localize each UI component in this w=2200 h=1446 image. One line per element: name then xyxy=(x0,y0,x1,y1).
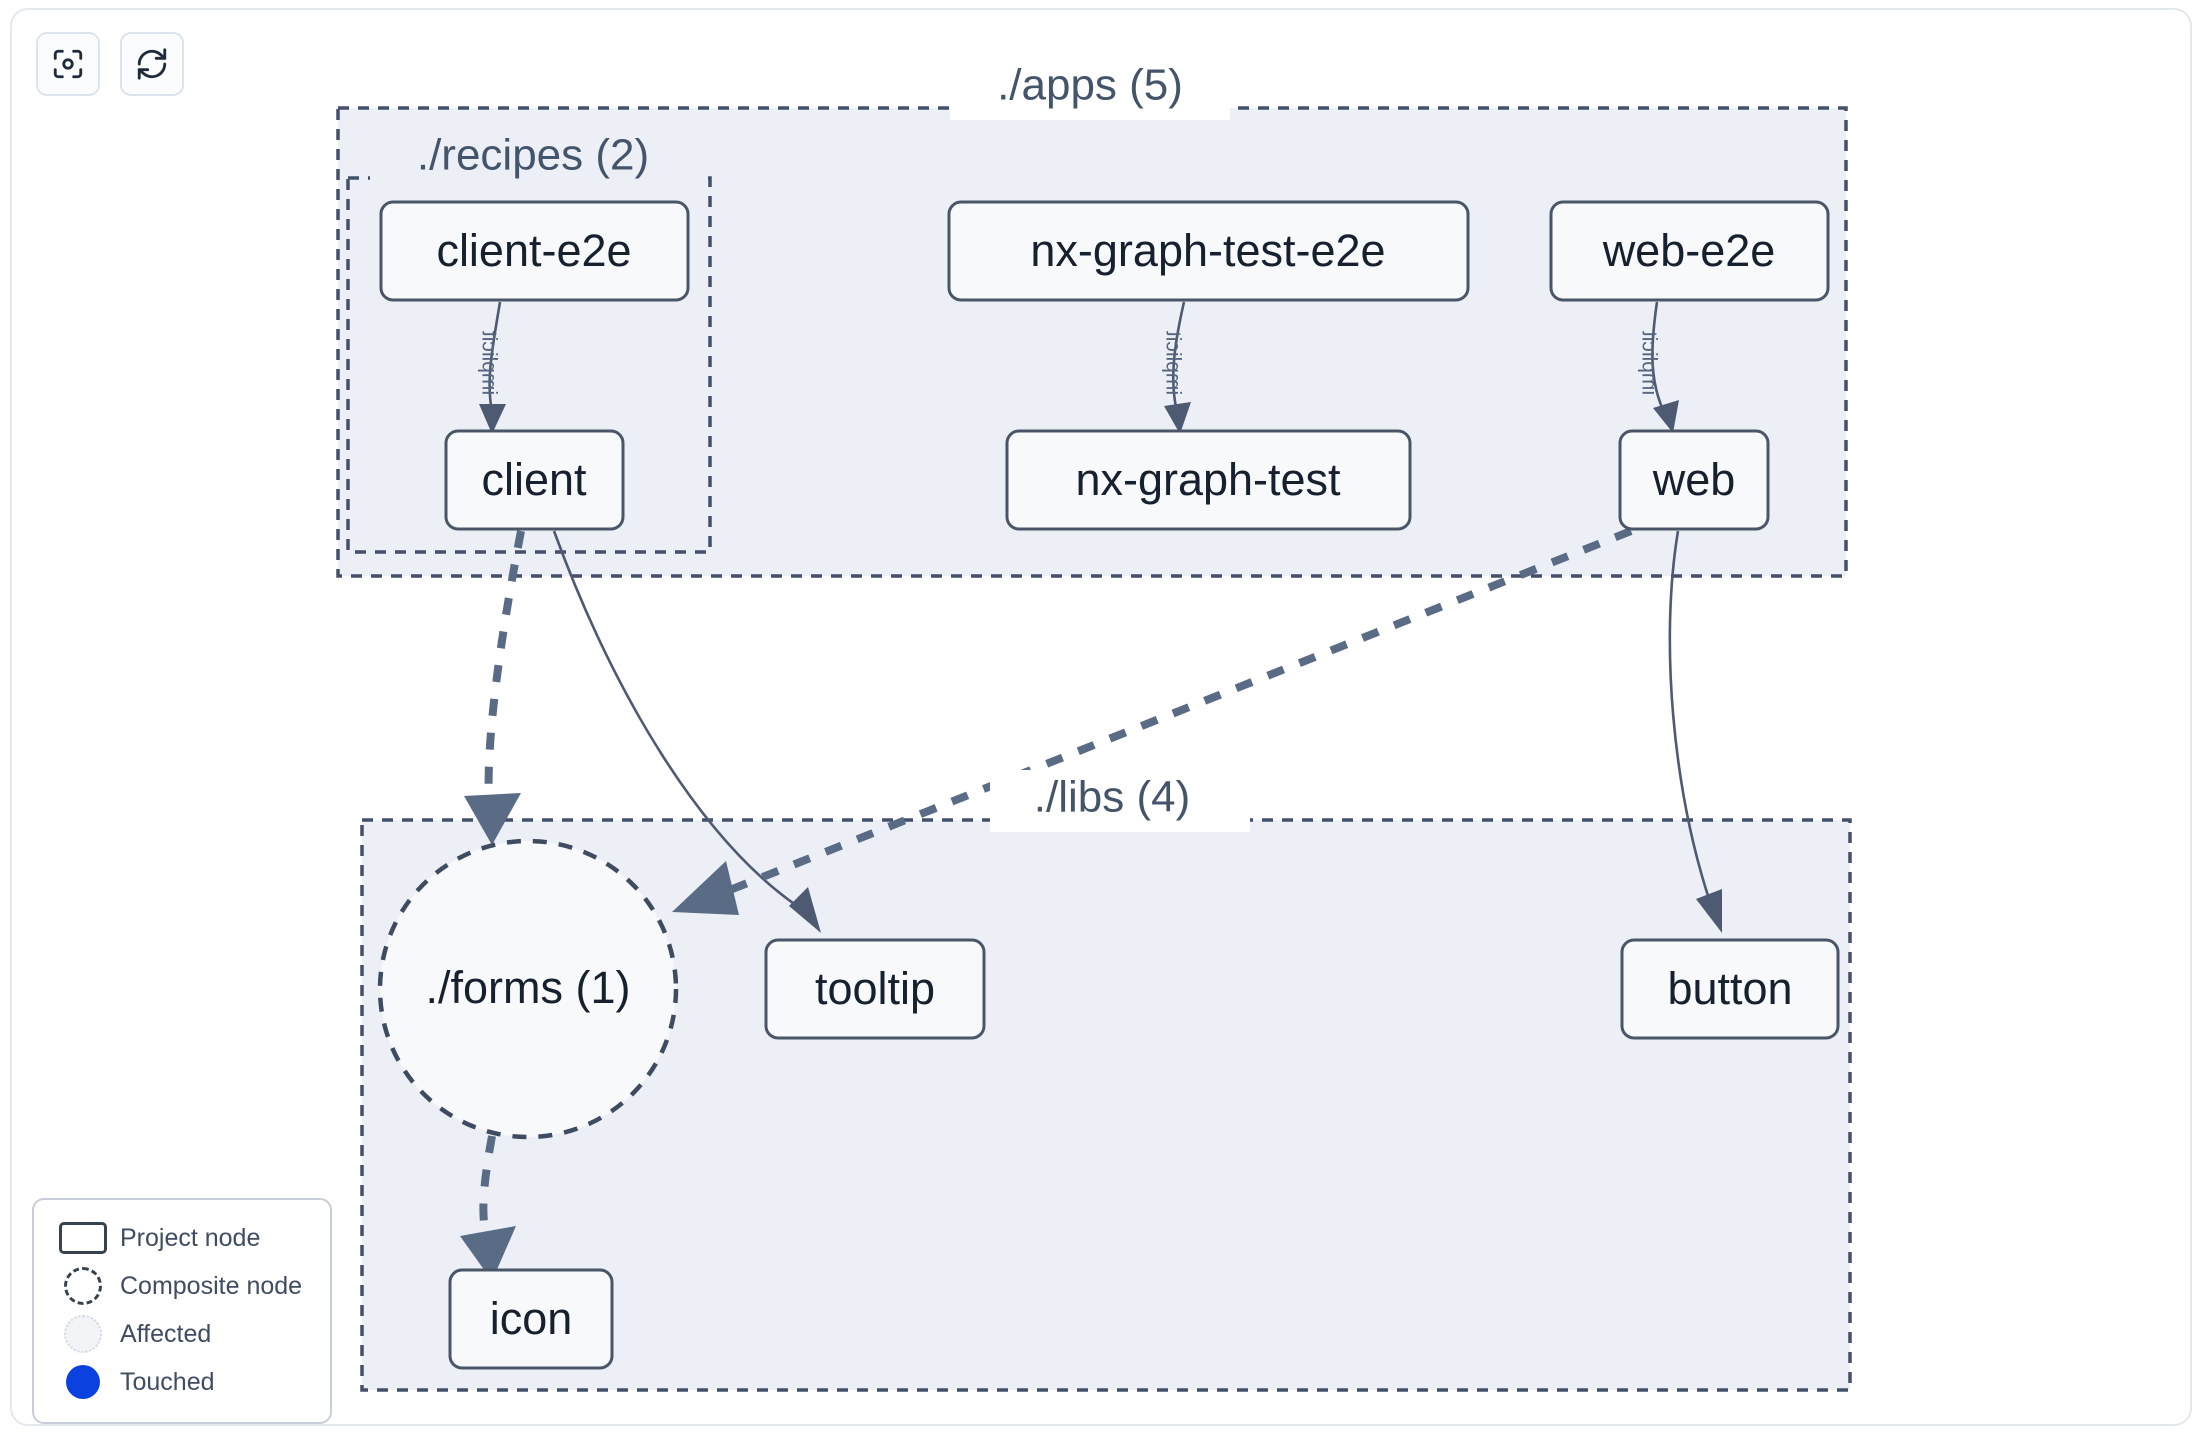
edge-forms-to-icon[interactable] xyxy=(460,1135,516,1281)
group-libs-label-wrap: ./libs (4) xyxy=(990,770,1250,832)
graph-toolbar xyxy=(36,32,184,96)
legend-label-composite-node: Composite node xyxy=(120,1271,303,1300)
edge-client-e2e-to-client[interactable]: implicit xyxy=(477,301,506,434)
touched-swatch xyxy=(52,1365,114,1399)
edge-client-to-forms[interactable] xyxy=(464,530,525,845)
node-web-e2e-label: web-e2e xyxy=(1602,225,1776,276)
group-apps-label: ./apps (5) xyxy=(997,61,1183,110)
edge-label-implicit-nx: implicit xyxy=(1161,331,1184,395)
refresh-sync-icon xyxy=(135,47,169,81)
node-nx-graph-test-e2e-label: nx-graph-test-e2e xyxy=(1030,225,1385,276)
edge-web-to-forms[interactable] xyxy=(672,527,1633,915)
group-libs-label: ./libs (4) xyxy=(1034,773,1190,822)
node-client-e2e[interactable]: client-e2e xyxy=(379,200,690,302)
node-client-e2e-box[interactable] xyxy=(379,200,690,302)
node-icon-label: icon xyxy=(490,1293,573,1344)
legend-label-touched: Touched xyxy=(120,1367,215,1396)
legend-item-affected: Affected xyxy=(52,1310,312,1358)
legend-label-affected: Affected xyxy=(120,1319,212,1348)
node-tooltip[interactable]: tooltip xyxy=(764,938,986,1040)
focus-graph-button[interactable] xyxy=(36,32,100,96)
group-recipes-label: ./recipes (2) xyxy=(417,131,649,180)
node-forms-composite[interactable]: ./forms (1) xyxy=(377,838,679,1140)
node-forms-circle[interactable] xyxy=(377,838,679,1140)
node-button-label: button xyxy=(1667,963,1792,1014)
node-web-e2e[interactable]: web-e2e xyxy=(1549,200,1830,302)
node-icon[interactable]: icon xyxy=(448,1268,614,1370)
node-button-box[interactable] xyxy=(1620,938,1840,1040)
node-client-box[interactable] xyxy=(444,429,625,531)
node-icon-box[interactable] xyxy=(448,1268,614,1370)
edge-web-to-button[interactable] xyxy=(1668,530,1722,933)
project-node-swatch xyxy=(52,1222,114,1254)
legend-item-composite-node: Composite node xyxy=(52,1262,312,1310)
group-recipes-label-wrap: ./recipes (2) xyxy=(370,128,700,186)
edge-label-implicit-web: implicit xyxy=(1637,331,1660,395)
legend-label-project-node: Project node xyxy=(120,1223,261,1252)
refresh-graph-button[interactable] xyxy=(120,32,184,96)
legend-item-touched: Touched xyxy=(52,1358,312,1406)
node-client[interactable]: client xyxy=(444,429,625,531)
group-apps-label-wrap: ./apps (5) xyxy=(950,60,1230,120)
composite-node-swatch xyxy=(52,1267,114,1305)
node-web[interactable]: web xyxy=(1618,429,1770,531)
edge-label-implicit-client: implicit xyxy=(477,331,500,395)
node-tooltip-box[interactable] xyxy=(764,938,986,1040)
node-client-e2e-label: client-e2e xyxy=(436,225,631,276)
node-nx-graph-test-e2e[interactable]: nx-graph-test-e2e xyxy=(947,200,1470,302)
node-nx-graph-test-e2e-box[interactable] xyxy=(947,200,1470,302)
focus-target-icon xyxy=(51,47,85,81)
node-forms-label: ./forms (1) xyxy=(425,962,630,1013)
affected-swatch xyxy=(52,1315,114,1353)
node-nx-graph-test-label: nx-graph-test xyxy=(1075,454,1341,505)
edge-nx-graph-test-e2e-to-nx-graph-test[interactable]: implicit xyxy=(1161,301,1191,434)
node-nx-graph-test[interactable]: nx-graph-test xyxy=(1005,429,1412,531)
node-web-label: web xyxy=(1652,454,1736,505)
node-nx-graph-test-box[interactable] xyxy=(1005,429,1412,531)
node-client-label: client xyxy=(481,454,587,505)
graph-legend: Project node Composite node Affected Tou… xyxy=(32,1198,332,1424)
node-button[interactable]: button xyxy=(1620,938,1840,1040)
legend-item-project-node: Project node xyxy=(52,1214,312,1262)
edge-web-e2e-to-web[interactable]: implicit xyxy=(1637,301,1679,433)
node-web-e2e-box[interactable] xyxy=(1549,200,1830,302)
node-tooltip-label: tooltip xyxy=(815,963,935,1014)
node-web-box[interactable] xyxy=(1618,429,1770,531)
edge-client-to-tooltip[interactable] xyxy=(552,530,821,933)
